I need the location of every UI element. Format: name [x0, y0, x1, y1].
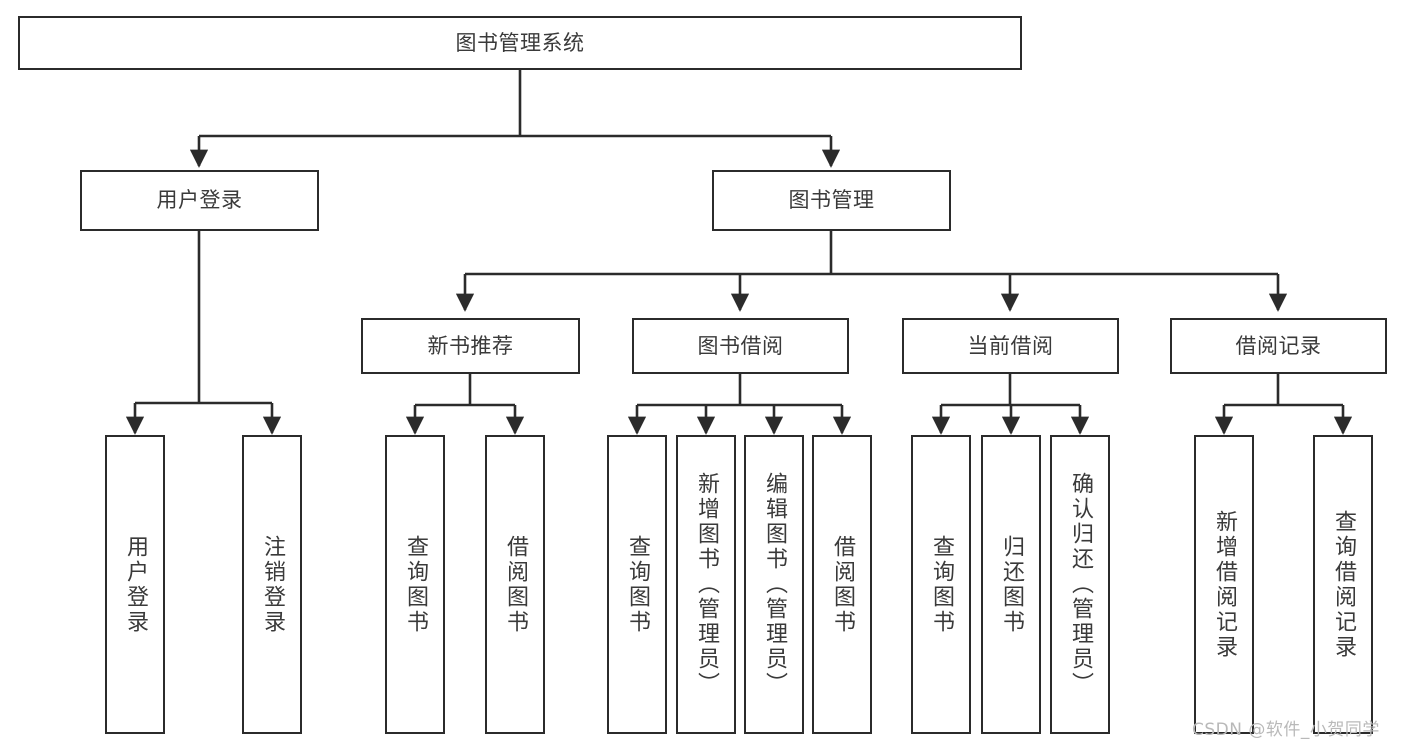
leaf-user-login-label: 用户登录: [123, 534, 148, 635]
leaf-borrow-book-1[interactable]: 借阅图书: [485, 435, 545, 734]
leaf-confirm-return[interactable]: 确认归还（管理员）: [1050, 435, 1110, 734]
leaf-confirm-return-label: 确认归还（管理员）: [1068, 472, 1093, 697]
node-user-login-label: 用户登录: [156, 188, 243, 213]
leaf-borrow-book-2[interactable]: 借阅图书: [812, 435, 872, 734]
leaf-edit-book-label: 编辑图书（管理员）: [762, 472, 787, 697]
leaf-query-book-1[interactable]: 查询图书: [385, 435, 445, 734]
leaf-user-logout-label: 注销登录: [260, 534, 285, 635]
leaf-add-book-label: 新增图书（管理员）: [694, 472, 719, 697]
leaf-query-book-2[interactable]: 查询图书: [607, 435, 667, 734]
leaf-query-book-3[interactable]: 查询图书: [911, 435, 971, 734]
node-borrow-record-label: 借阅记录: [1235, 333, 1322, 358]
node-root[interactable]: 图书管理系统: [18, 16, 1022, 70]
leaf-query-record-label: 查询借阅记录: [1331, 509, 1356, 660]
leaf-return-book[interactable]: 归还图书: [981, 435, 1041, 734]
csdn-watermark: CSDN @软件_小贺同学: [1192, 720, 1380, 740]
leaf-edit-book[interactable]: 编辑图书（管理员）: [744, 435, 804, 734]
leaf-user-login[interactable]: 用户登录: [105, 435, 165, 734]
leaf-query-book-2-label: 查询图书: [625, 534, 650, 635]
node-borrow-record[interactable]: 借阅记录: [1170, 318, 1387, 374]
leaf-query-book-3-label: 查询图书: [929, 534, 954, 635]
node-book-management-label: 图书管理: [788, 188, 875, 213]
node-new-book-recommend[interactable]: 新书推荐: [361, 318, 580, 374]
node-current-borrow[interactable]: 当前借阅: [902, 318, 1119, 374]
leaf-query-book-1-label: 查询图书: [403, 534, 428, 635]
node-book-borrow[interactable]: 图书借阅: [632, 318, 849, 374]
node-current-borrow-label: 当前借阅: [967, 333, 1054, 358]
leaf-borrow-book-1-label: 借阅图书: [503, 534, 528, 635]
node-new-book-recommend-label: 新书推荐: [427, 333, 514, 358]
leaf-add-book[interactable]: 新增图书（管理员）: [676, 435, 736, 734]
node-root-label: 图书管理系统: [455, 30, 585, 55]
leaf-add-record[interactable]: 新增借阅记录: [1194, 435, 1254, 734]
leaf-user-logout[interactable]: 注销登录: [242, 435, 302, 734]
node-book-management[interactable]: 图书管理: [712, 170, 951, 231]
node-user-login[interactable]: 用户登录: [80, 170, 319, 231]
leaf-add-record-label: 新增借阅记录: [1212, 509, 1237, 660]
node-book-borrow-label: 图书借阅: [697, 333, 784, 358]
leaf-query-record[interactable]: 查询借阅记录: [1313, 435, 1373, 734]
leaf-return-book-label: 归还图书: [999, 534, 1024, 635]
leaf-borrow-book-2-label: 借阅图书: [830, 534, 855, 635]
